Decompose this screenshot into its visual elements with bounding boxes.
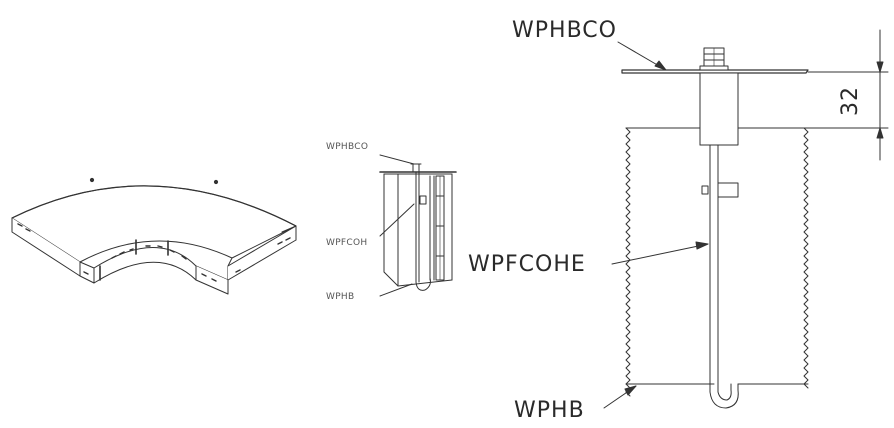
cover-plate	[621, 69, 809, 74]
rod-clip	[717, 182, 739, 198]
housing-block	[699, 72, 739, 146]
tray-bend-isometric	[11, 177, 297, 295]
label-wphbco: WPHBCO	[512, 18, 617, 43]
section-large	[603, 29, 889, 409]
j-hook	[709, 383, 739, 409]
bend-inner-wall	[93, 247, 197, 284]
label-wphb: WPHB	[514, 398, 585, 423]
tray-wall-right	[803, 127, 809, 389]
dimension-32: 32	[838, 86, 863, 116]
label-small-wpfcoh: WPFCOH	[326, 238, 368, 248]
small-tray-wall-left	[383, 173, 399, 287]
section-small	[379, 154, 457, 297]
label-small-wphb: WPHB	[326, 292, 355, 302]
label-wpfcohe: WPFCOHE	[468, 252, 586, 277]
tray-wall-left	[625, 127, 631, 397]
label-small-wphbco: WPHBCO	[326, 142, 369, 152]
